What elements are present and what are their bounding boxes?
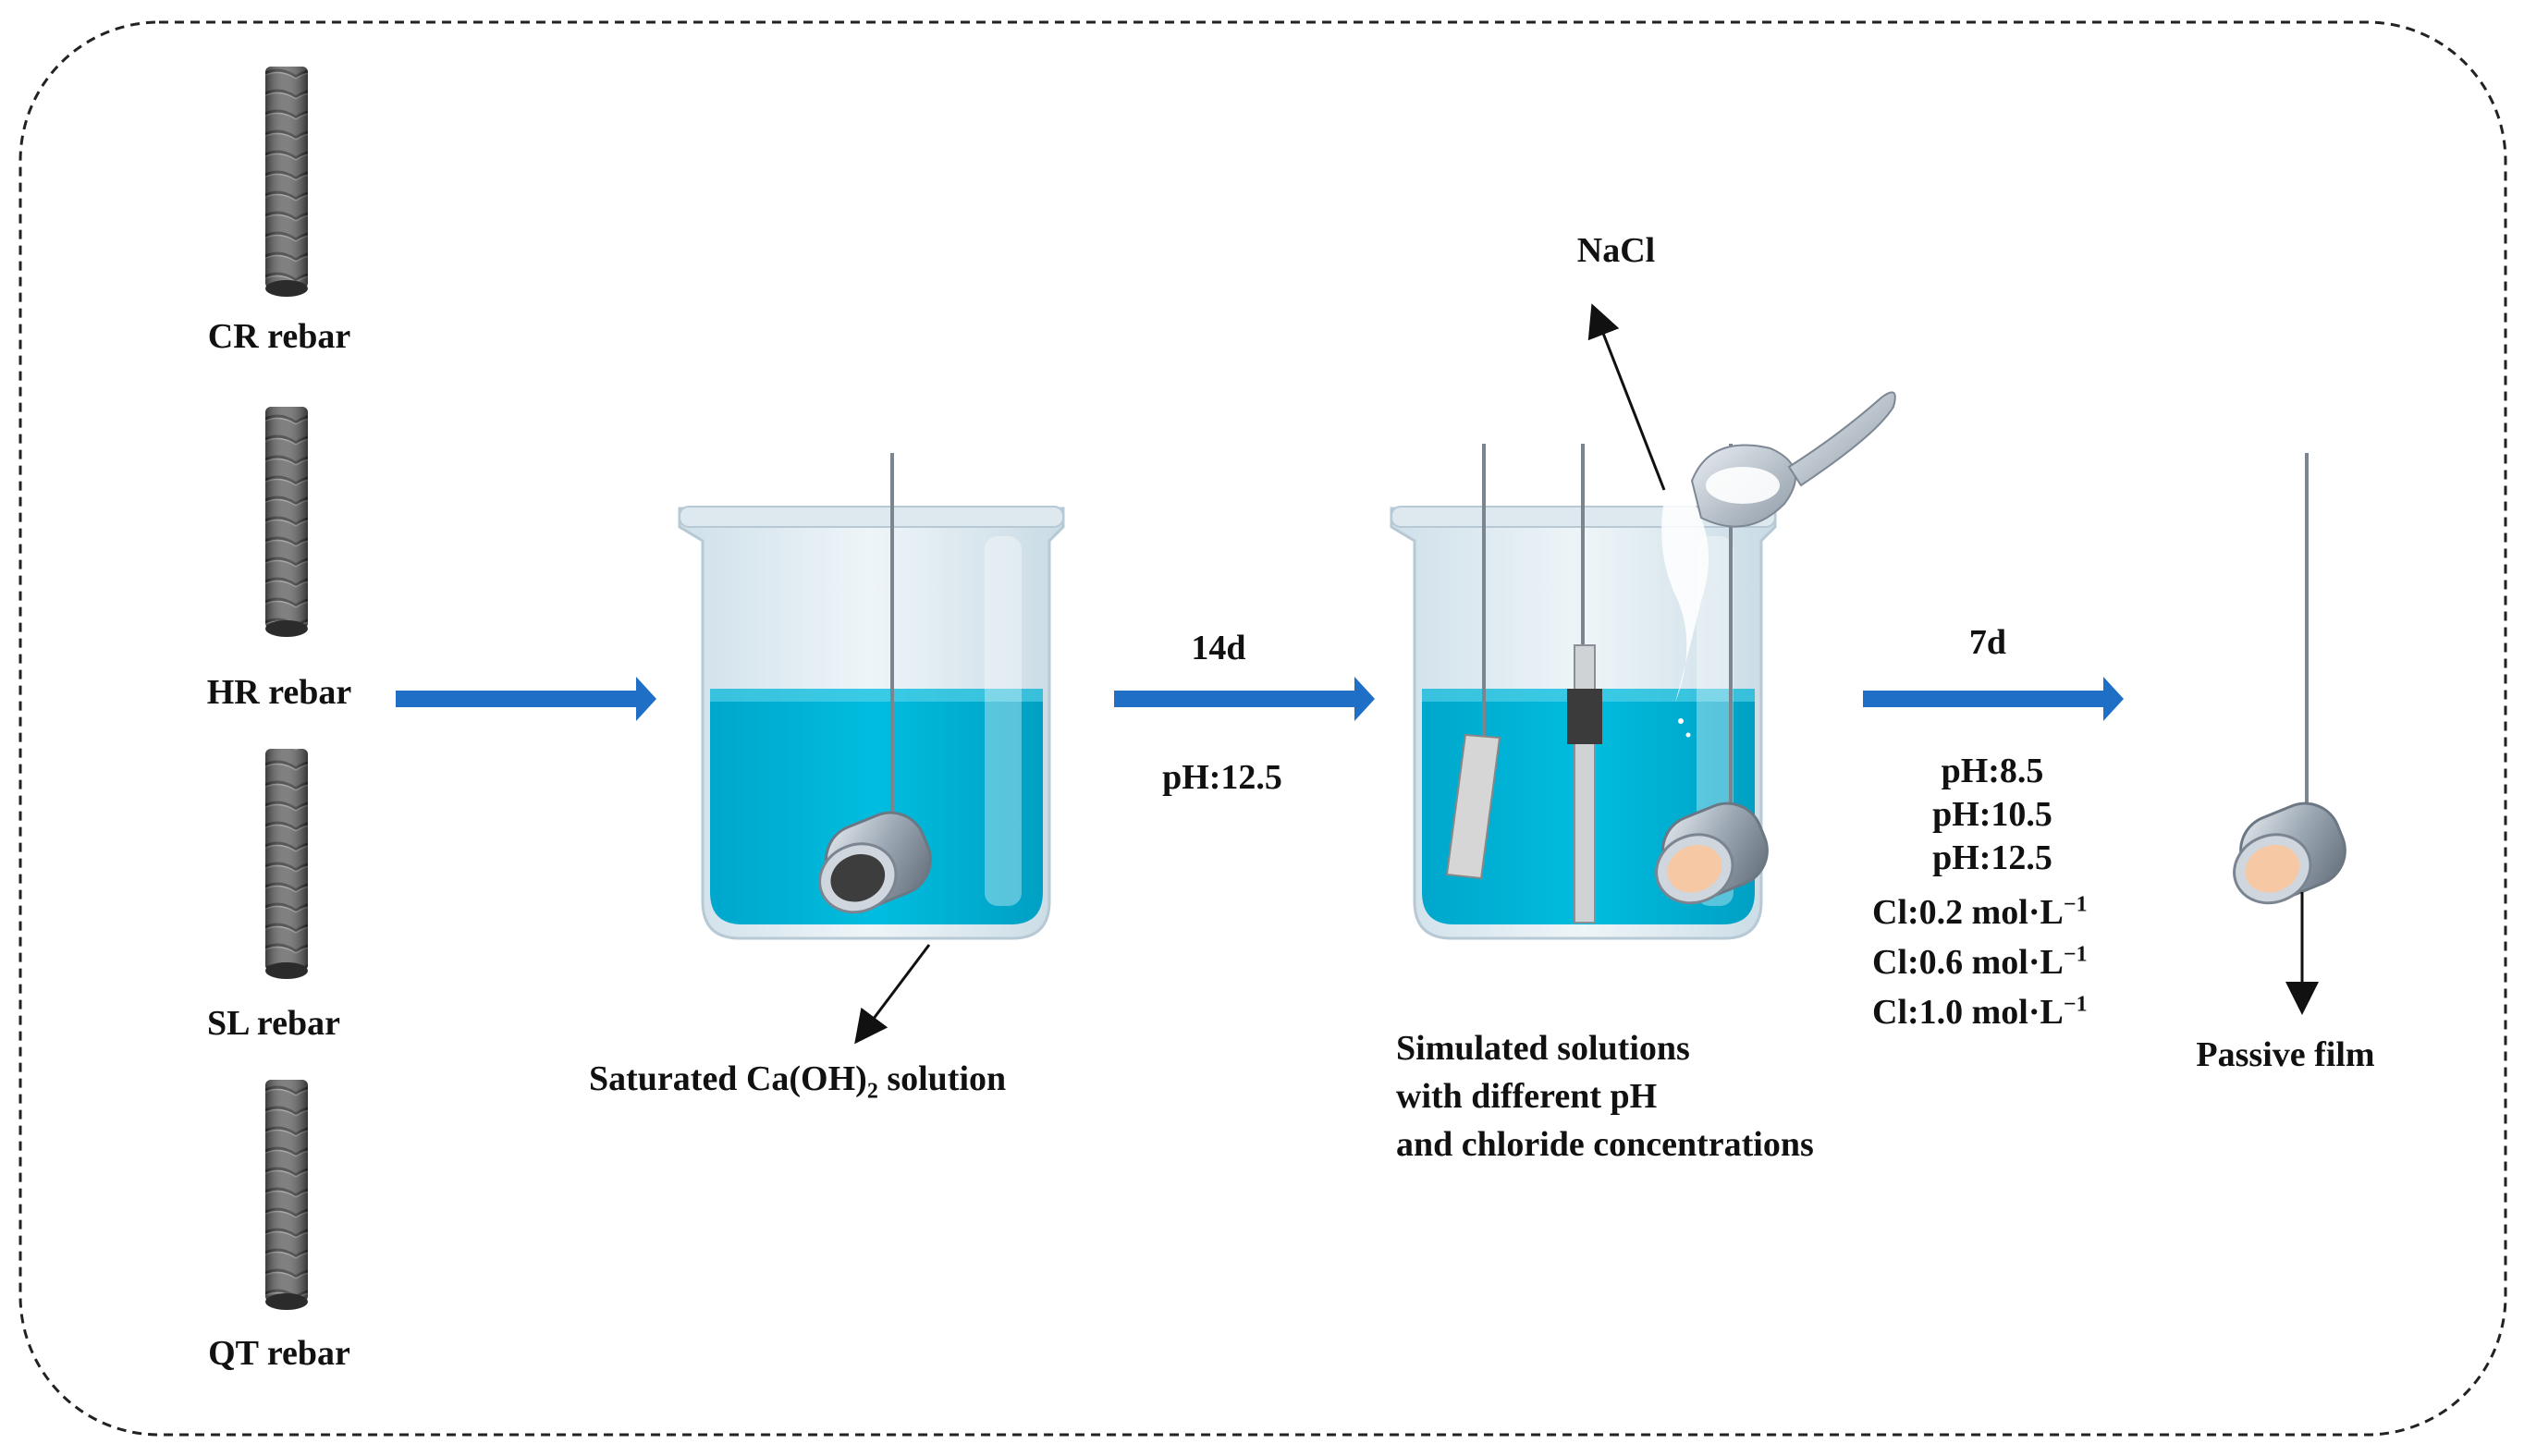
- arrow-to-beaker1: [396, 677, 656, 721]
- cl-value-2: Cl:0.6 mol·L−1: [1872, 942, 2088, 982]
- rebar-label-hr: HR rebar: [206, 673, 352, 712]
- pointer-nacl: [1587, 303, 1666, 491]
- passive-film-label: Passive film: [2196, 1035, 2375, 1074]
- arrow-label-ph-12-5: pH:12.5: [1162, 758, 1282, 797]
- specimen-passive-film: [2233, 453, 2346, 905]
- beaker-simulated: [1390, 444, 1777, 940]
- simulated-caption-line-2: with different pH: [1396, 1077, 1658, 1116]
- ph-value-3: pH:12.5: [1932, 838, 2052, 877]
- cl-value-1: Cl:0.2 mol·L−1: [1872, 892, 2088, 932]
- simulated-caption-line-1: Simulated solutions: [1396, 1029, 1690, 1068]
- nacl-label: NaCl: [1576, 231, 1656, 270]
- arrow-label-14d: 14d: [1191, 629, 1246, 667]
- arrow-14d: [1114, 677, 1375, 721]
- beaker-saturated: [678, 453, 1065, 940]
- ph-value-2: pH:10.5: [1932, 795, 2052, 834]
- rebar-cr: [265, 67, 308, 297]
- rebar-label-sl: SL rebar: [207, 1004, 340, 1043]
- saturated-solution-label: Saturated Ca(OH)2 solution: [589, 1059, 1007, 1104]
- rebar-label-qt: QT rebar: [208, 1334, 350, 1373]
- rebar-qt: [265, 1080, 308, 1310]
- pointer-saturated: [854, 944, 931, 1045]
- rebar-hr: [265, 407, 308, 637]
- arrow-label-7d: 7d: [1968, 623, 2007, 662]
- rebar-sl: [265, 749, 308, 979]
- rebar-label-cr: CR rebar: [207, 317, 351, 356]
- ph-value-1: pH:8.5: [1941, 752, 2044, 790]
- dashed-frame: [18, 20, 2507, 1437]
- spoon-icon: [1690, 391, 1896, 528]
- cl-value-3: Cl:1.0 mol·L−1: [1872, 992, 2088, 1032]
- simulated-caption-line-3: and chloride concentrations: [1396, 1125, 1814, 1164]
- arrow-7d: [1863, 677, 2124, 721]
